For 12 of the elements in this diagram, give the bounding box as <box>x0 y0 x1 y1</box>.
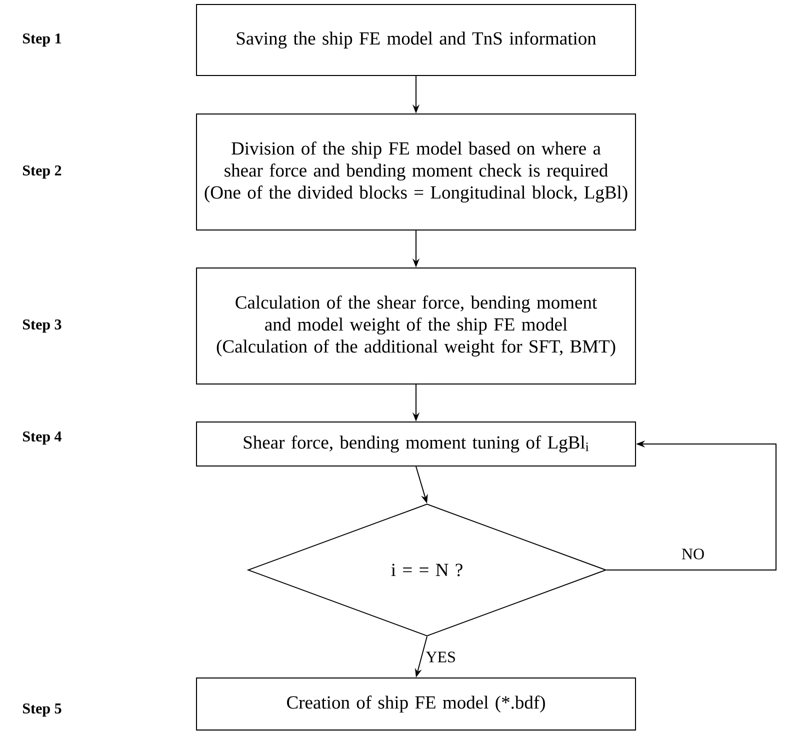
process-box: Creation of ship FE model (*.bdf) <box>196 678 636 730</box>
process-box: Division of the ship FE model based on where a shear force and bending moment check is required (One of the divided blocks = Longitudinal block, LgBl) <box>196 114 636 230</box>
edge-label: NO <box>680 548 706 560</box>
step-label: Step 2 <box>23 165 62 179</box>
step-label: Step 5 <box>23 703 62 717</box>
edge-label: YES <box>424 650 457 664</box>
process-box: Saving the ship FE model and TnS information <box>196 4 636 76</box>
step-label: Step 1 <box>23 33 62 47</box>
step-label: Step 4 <box>23 431 62 445</box>
step-label: Step 3 <box>23 319 62 333</box>
process-box: Calculation of the shear force, bending moment and model weight of the ship FE model (Calculation of the additional weight for SFT, BMT) <box>196 268 636 384</box>
process-box: Shear force, bending moment tuning of LgBl$_{i}$ <box>196 422 636 466</box>
